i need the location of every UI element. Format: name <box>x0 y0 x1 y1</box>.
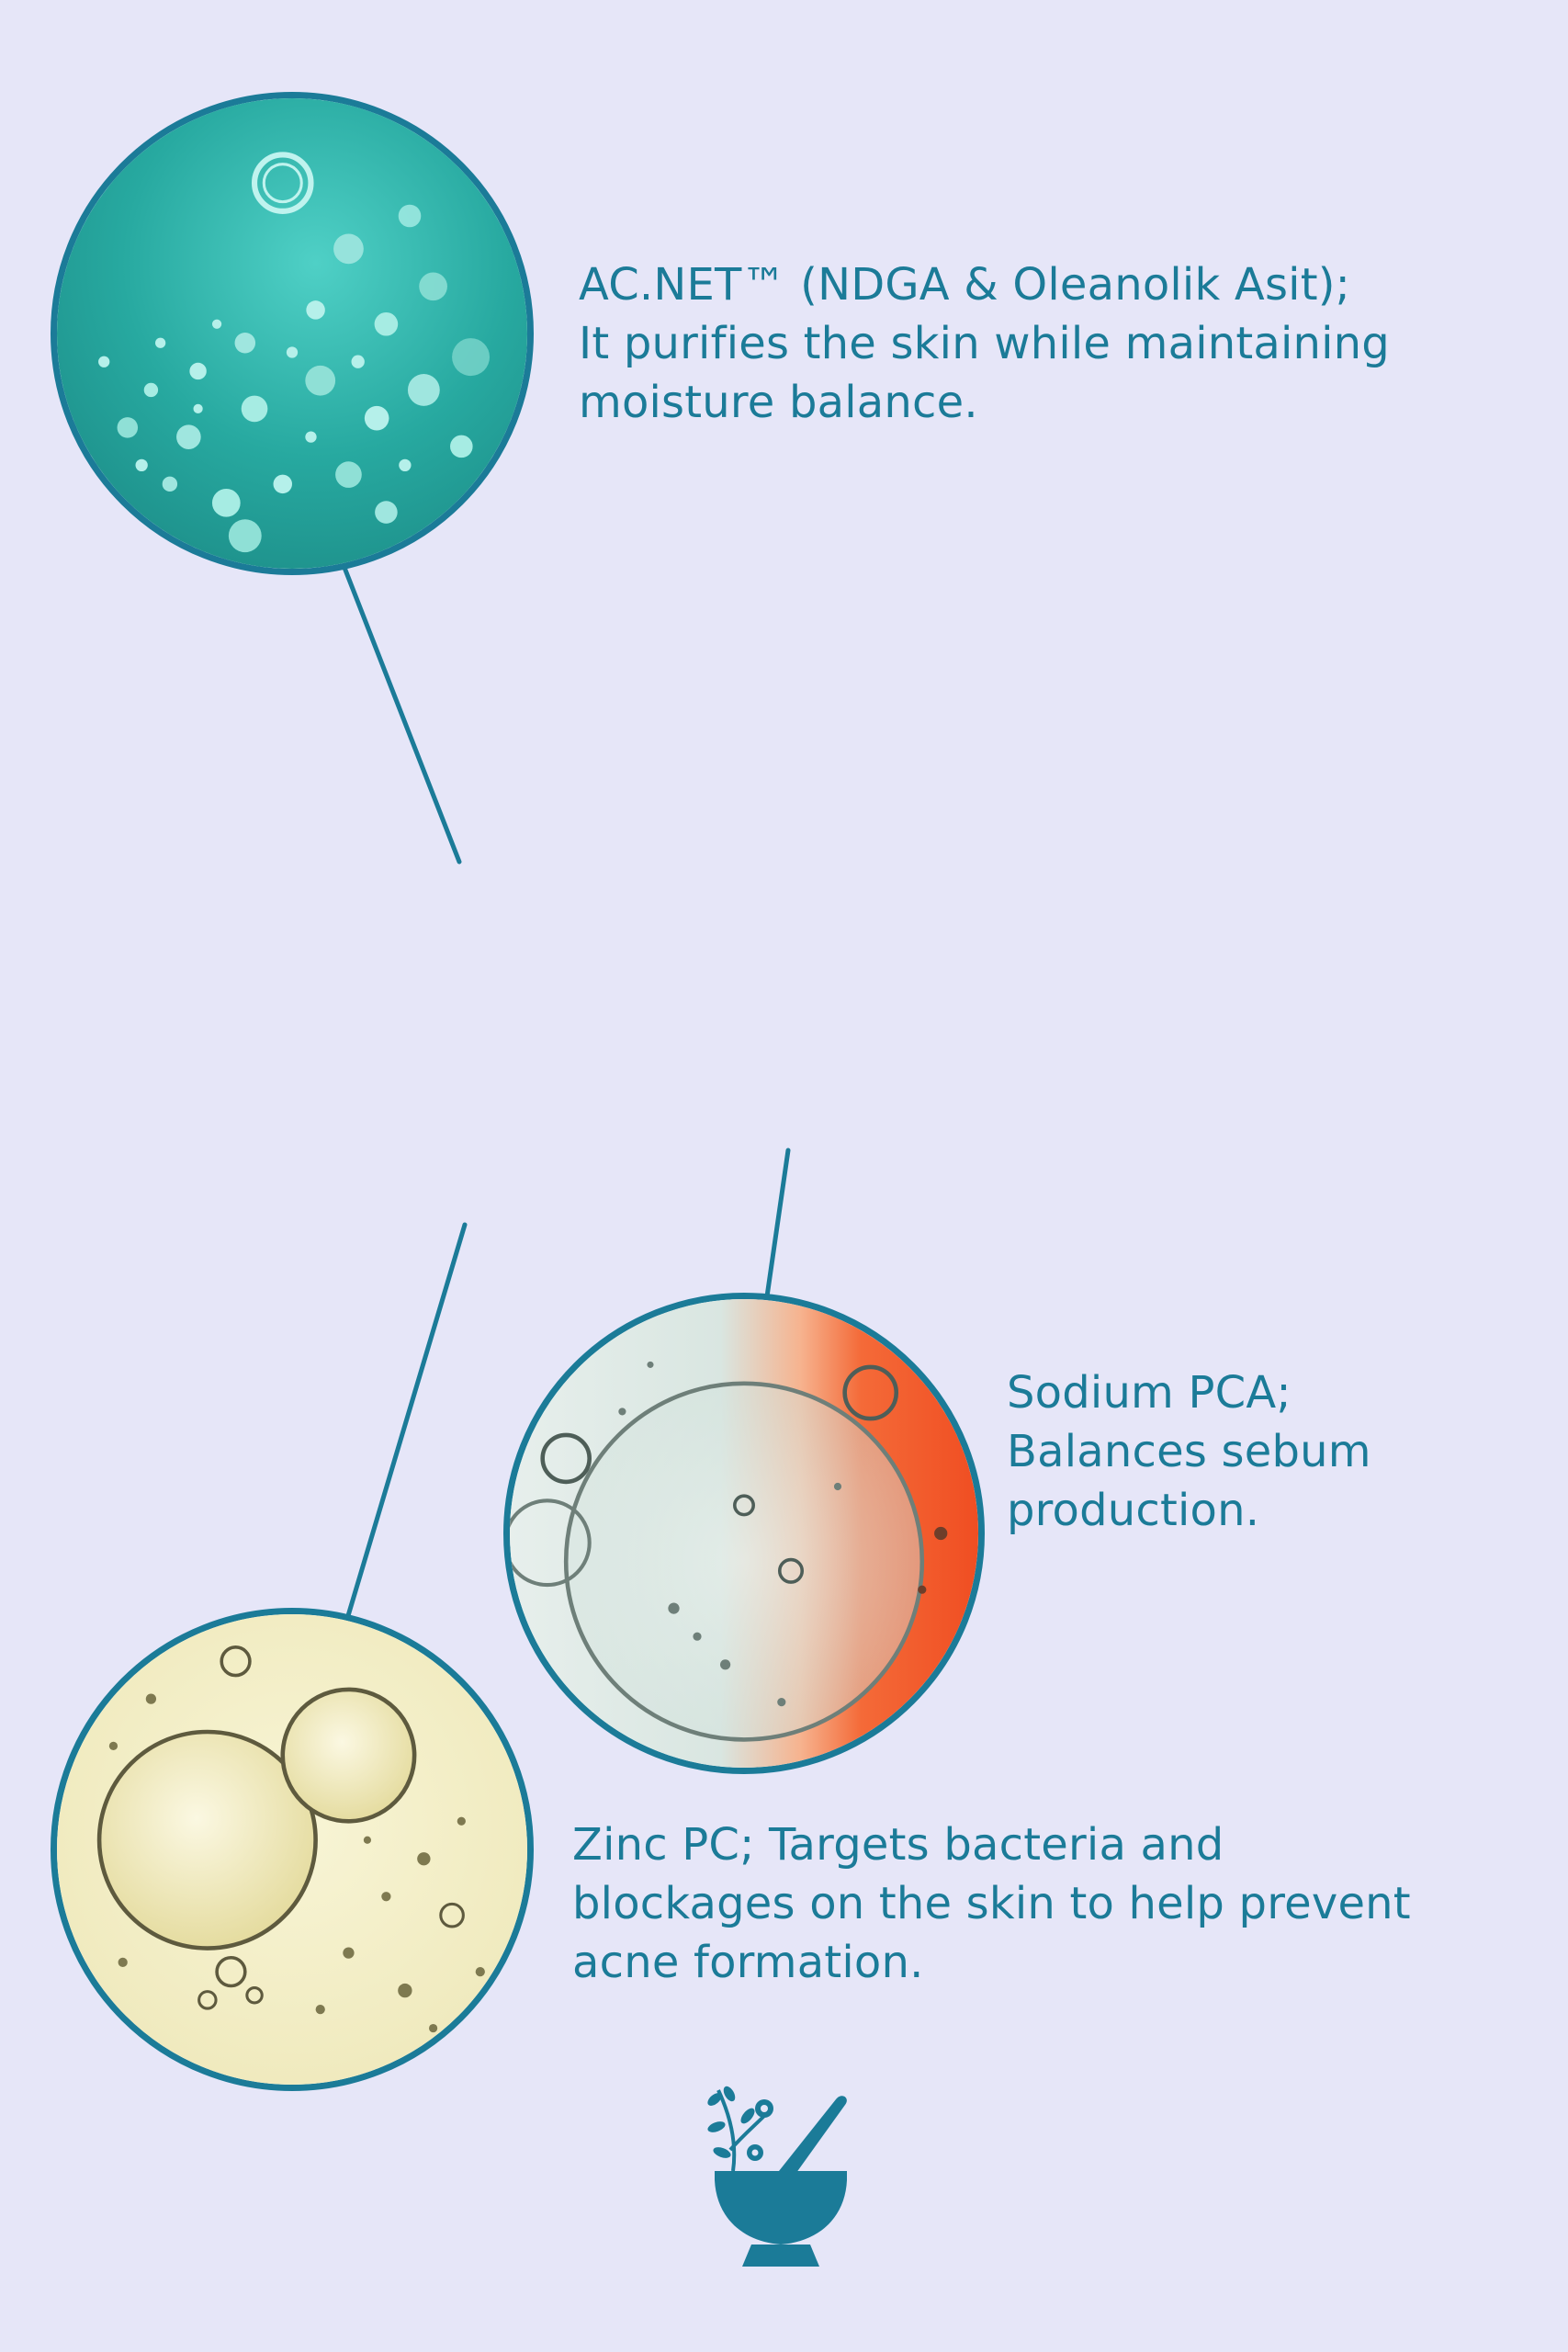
zinc-line-1: Zinc PC; Targets bacteria and <box>572 1819 1224 1871</box>
connector-line-acnet <box>337 553 462 865</box>
zinc-line-2: blockages on the skin to help prevent <box>572 1878 1411 1929</box>
zinc-line-3: acne formation. <box>572 1937 924 1988</box>
acnet-line-3: moisture balance. <box>579 377 978 428</box>
sodium-line-3: production. <box>1007 1485 1260 1536</box>
mortar-pestle-icon <box>707 2086 847 2267</box>
teal-bubbles-image <box>51 92 534 575</box>
acnet-line-2: It purifies the skin while maintaining <box>579 318 1390 369</box>
acnet-line-1: AC.NET™ (NDGA & Oleanolik Asit); <box>579 259 1351 311</box>
zinc-pc-description: Zinc PC; Targets bacteria and blockages … <box>572 1815 1411 1992</box>
oil-droplet-orange-image <box>503 1293 985 1774</box>
acnet-description: AC.NET™ (NDGA & Oleanolik Asit); It puri… <box>579 255 1390 432</box>
yellow-oil-bubbles-image <box>51 1608 534 2091</box>
connector-line-zinc <box>342 1222 468 1631</box>
sodium-pca-description: Sodium PCA; Balances sebum production. <box>1007 1363 1371 1540</box>
sodium-line-1: Sodium PCA; <box>1007 1367 1292 1419</box>
connector-line-sodium <box>763 1148 791 1306</box>
sodium-line-2: Balances sebum <box>1007 1426 1371 1477</box>
